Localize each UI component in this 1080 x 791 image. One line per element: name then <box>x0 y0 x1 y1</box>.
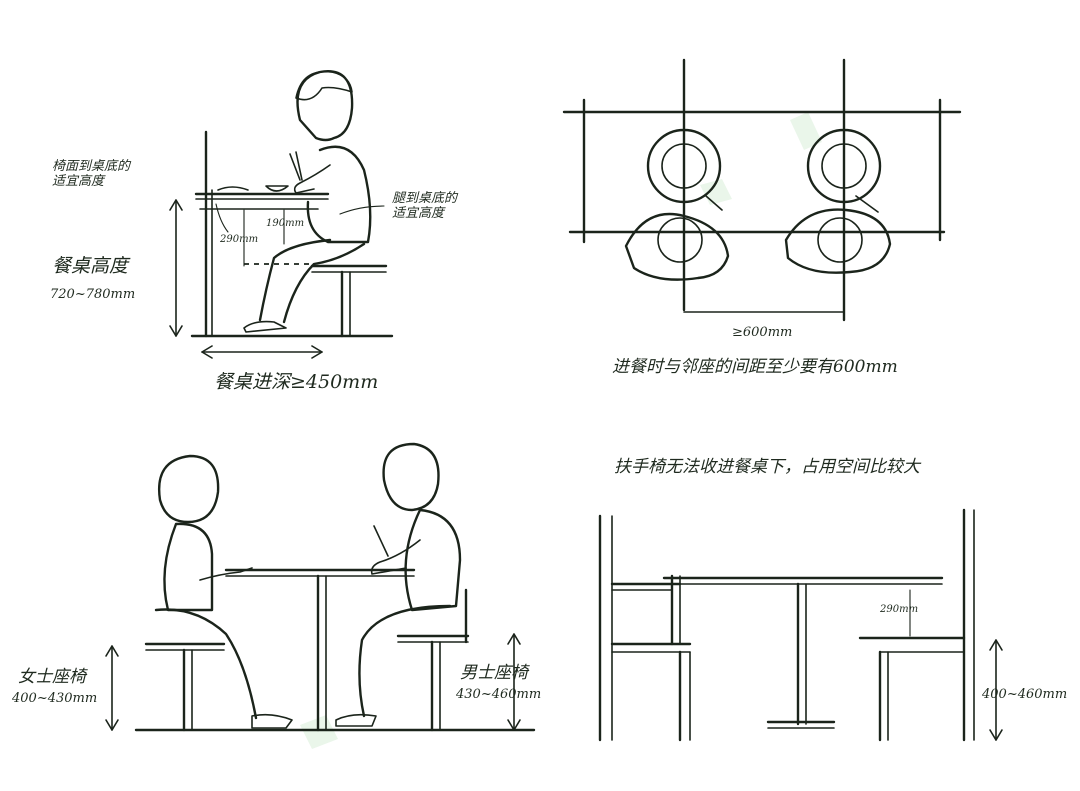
person-torso <box>306 145 372 244</box>
leader <box>215 203 229 233</box>
person-arm <box>293 164 331 194</box>
caption-spacing: 进餐时与邻座的间距至少要有600mm <box>612 357 898 377</box>
value-male-chair: 430~460mm <box>456 687 542 702</box>
watermark-mark <box>790 112 822 150</box>
person-head <box>296 70 354 142</box>
chopsticks <box>373 525 389 557</box>
panel-chairs-drawing <box>105 442 536 732</box>
value-armchair-seat: 400~460mm <box>982 687 1068 702</box>
leader <box>339 205 385 215</box>
female-leg <box>154 608 258 720</box>
male-leg <box>358 604 452 718</box>
label-male-chair: 男士座椅 <box>460 663 528 683</box>
male-torso <box>404 508 462 612</box>
dim-arrows <box>989 639 1003 741</box>
dim-arrows <box>507 633 521 731</box>
bowl <box>265 185 289 192</box>
plate-outer <box>646 128 722 204</box>
dim-label-gap: 290mm <box>880 604 919 615</box>
female-arm <box>199 567 253 581</box>
label-leg-to-table: 腿到桌底的 适宜高度 <box>392 191 458 221</box>
person-foot <box>243 320 287 333</box>
male-head <box>382 442 440 512</box>
dim-label-190: 190mm <box>266 218 305 229</box>
chopsticks <box>289 153 301 181</box>
chopsticks <box>295 151 303 181</box>
label-table-height: 餐桌高度 <box>52 255 129 277</box>
diner-left-head <box>657 217 703 263</box>
panel-spacing-drawing <box>562 58 962 322</box>
diner-right <box>784 208 892 274</box>
diner-right-head <box>817 217 863 263</box>
female-head <box>157 454 220 524</box>
dim-arrows <box>169 199 183 337</box>
value-female-chair: 400~430mm <box>12 691 98 706</box>
dim-arrows <box>201 345 323 359</box>
panel-seat-depth-drawing <box>169 70 394 359</box>
female-torso <box>163 522 214 612</box>
person-leg <box>282 242 366 324</box>
dim-arrows <box>105 645 119 731</box>
male-arm <box>370 539 421 575</box>
panel-armchair-drawing <box>598 508 1003 742</box>
plate <box>217 186 249 191</box>
label-female-chair: 女士座椅 <box>18 667 86 687</box>
dim-label-290: 290mm <box>220 234 259 245</box>
male-foot <box>335 713 377 727</box>
person-hair <box>295 70 353 101</box>
female-foot <box>251 713 293 729</box>
plate-inner <box>821 143 867 189</box>
person-leg <box>258 238 332 322</box>
watermark-mark <box>300 715 338 749</box>
hands <box>705 195 879 213</box>
plate-outer <box>806 128 882 204</box>
dim-label-spacing: ≥600mm <box>732 325 793 340</box>
caption-armchair: 扶手椅无法收进餐桌下，占用空间比较大 <box>614 457 920 477</box>
label-table-depth: 餐桌进深≥450mm <box>214 371 379 393</box>
plate-inner <box>661 143 707 189</box>
label-chair-to-table: 椅面到桌底的 适宜高度 <box>52 159 131 189</box>
value-table-height: 720~780mm <box>50 287 136 302</box>
diner-left <box>624 212 730 281</box>
